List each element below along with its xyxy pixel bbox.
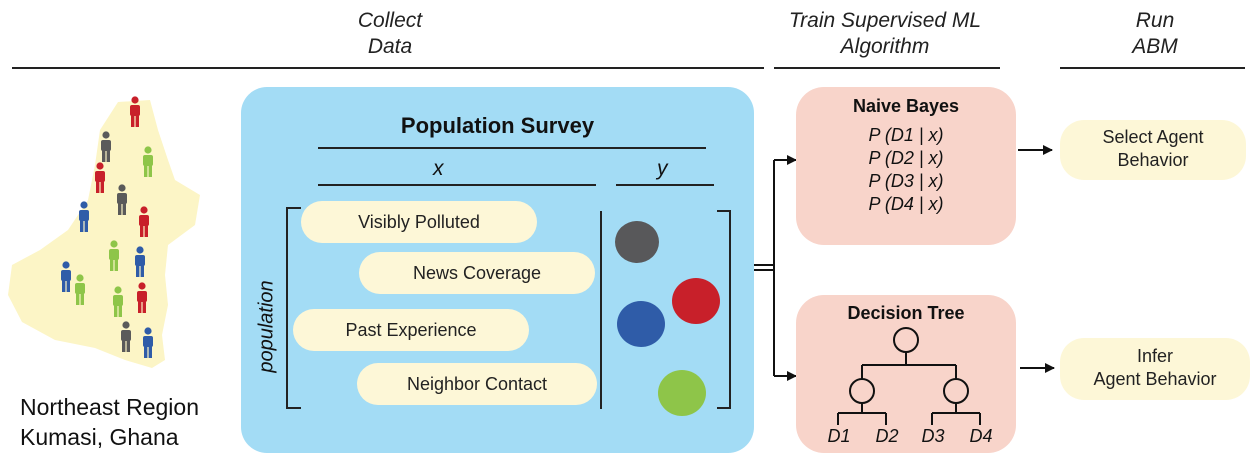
person-icon [101,131,111,162]
region-line2: Kumasi, Ghana [20,424,179,450]
collect-header-line2: Data [367,35,413,58]
naive-bayes-title: Naive Bayes [852,96,960,116]
region-line1: Northeast Region [20,394,199,420]
tree-left-node [849,378,875,404]
person-icon [135,246,145,277]
naive-bayes-box: Naive Bayes P (D1 | x) P (D2 | x) P (D3 … [796,87,1016,245]
collect-data-header: Collect Data [300,8,480,60]
person-icon [75,274,85,305]
person-icon [109,240,119,271]
right-bracket [717,210,731,409]
decision-tree-box: Decision Tree D1 D2 D3 D4 [796,295,1016,453]
tree-leaf-d1: D1 [827,426,851,446]
person-icon [143,146,153,177]
population-survey-panel: Population Survey x y population Visibly… [241,87,754,453]
person-icon [79,201,89,232]
survey-brackets [286,207,731,416]
region-map [8,96,200,368]
train-header: Train Supervised ML Algorithm [770,8,1000,60]
person-icon [137,282,147,313]
run-header-line1: Run [1135,9,1175,32]
nb-prob-3: P (D3 | x) [868,171,944,191]
select-line2: Behavior [1117,150,1189,170]
y-rule [616,184,714,186]
survey-title: Population Survey [400,113,595,138]
run-header-rule [1060,67,1245,69]
select-agent-behavior-box: Select Agent Behavior [1060,120,1246,180]
person-icon [113,286,123,317]
nb-prob-2: P (D2 | x) [868,148,944,168]
tree-leaf-d2: D2 [875,426,899,446]
select-line1: Select Agent [1102,127,1204,147]
infer-line1: Infer [1136,346,1174,366]
run-header: Run ABM [1080,8,1230,60]
survey-title-rule [318,147,706,149]
feature-neighbor-contact: Neighbor Contact [357,363,597,405]
train-header-line2: Algorithm [840,35,930,58]
label-dot-green [658,370,706,416]
infer-line2: Agent Behavior [1093,369,1217,389]
person-icon [117,184,127,215]
region-label: Northeast Region Kumasi, Ghana [20,392,199,452]
feature-past-experience: Past Experience [293,309,529,351]
nb-prob-4: P (D4 | x) [868,194,944,214]
x-rule [318,184,596,186]
run-header-line2: ABM [1132,35,1178,58]
feature-visibly-polluted: Visibly Polluted [301,201,537,243]
label-dot-red [672,278,720,324]
left-bracket [286,207,301,409]
train-header-line1: Train Supervised ML [788,9,982,32]
person-icon [143,327,153,358]
y-label: y [657,157,668,180]
tree-right-node [943,378,969,404]
train-header-rule [774,67,1000,69]
tree-leaf-d3: D3 [921,426,945,446]
nb-prob-1: P (D1 | x) [868,125,944,145]
decision-tree-title: Decision Tree [847,303,965,323]
person-icon [130,96,140,127]
label-dot-gray [615,221,659,263]
tree-diagram [837,327,981,425]
feature-news-coverage: News Coverage [359,252,595,294]
infer-agent-behavior-box: Infer Agent Behavior [1060,338,1250,400]
person-icon [95,162,105,193]
tree-leaf-d4: D4 [969,426,993,446]
collect-header-line1: Collect [357,9,423,32]
label-dot-blue [617,301,665,347]
x-label: x [433,157,444,180]
person-icon [121,321,131,352]
tree-root-node [893,327,919,353]
person-icon [61,261,71,292]
person-icon [139,206,149,237]
collect-header-rule [12,67,764,69]
